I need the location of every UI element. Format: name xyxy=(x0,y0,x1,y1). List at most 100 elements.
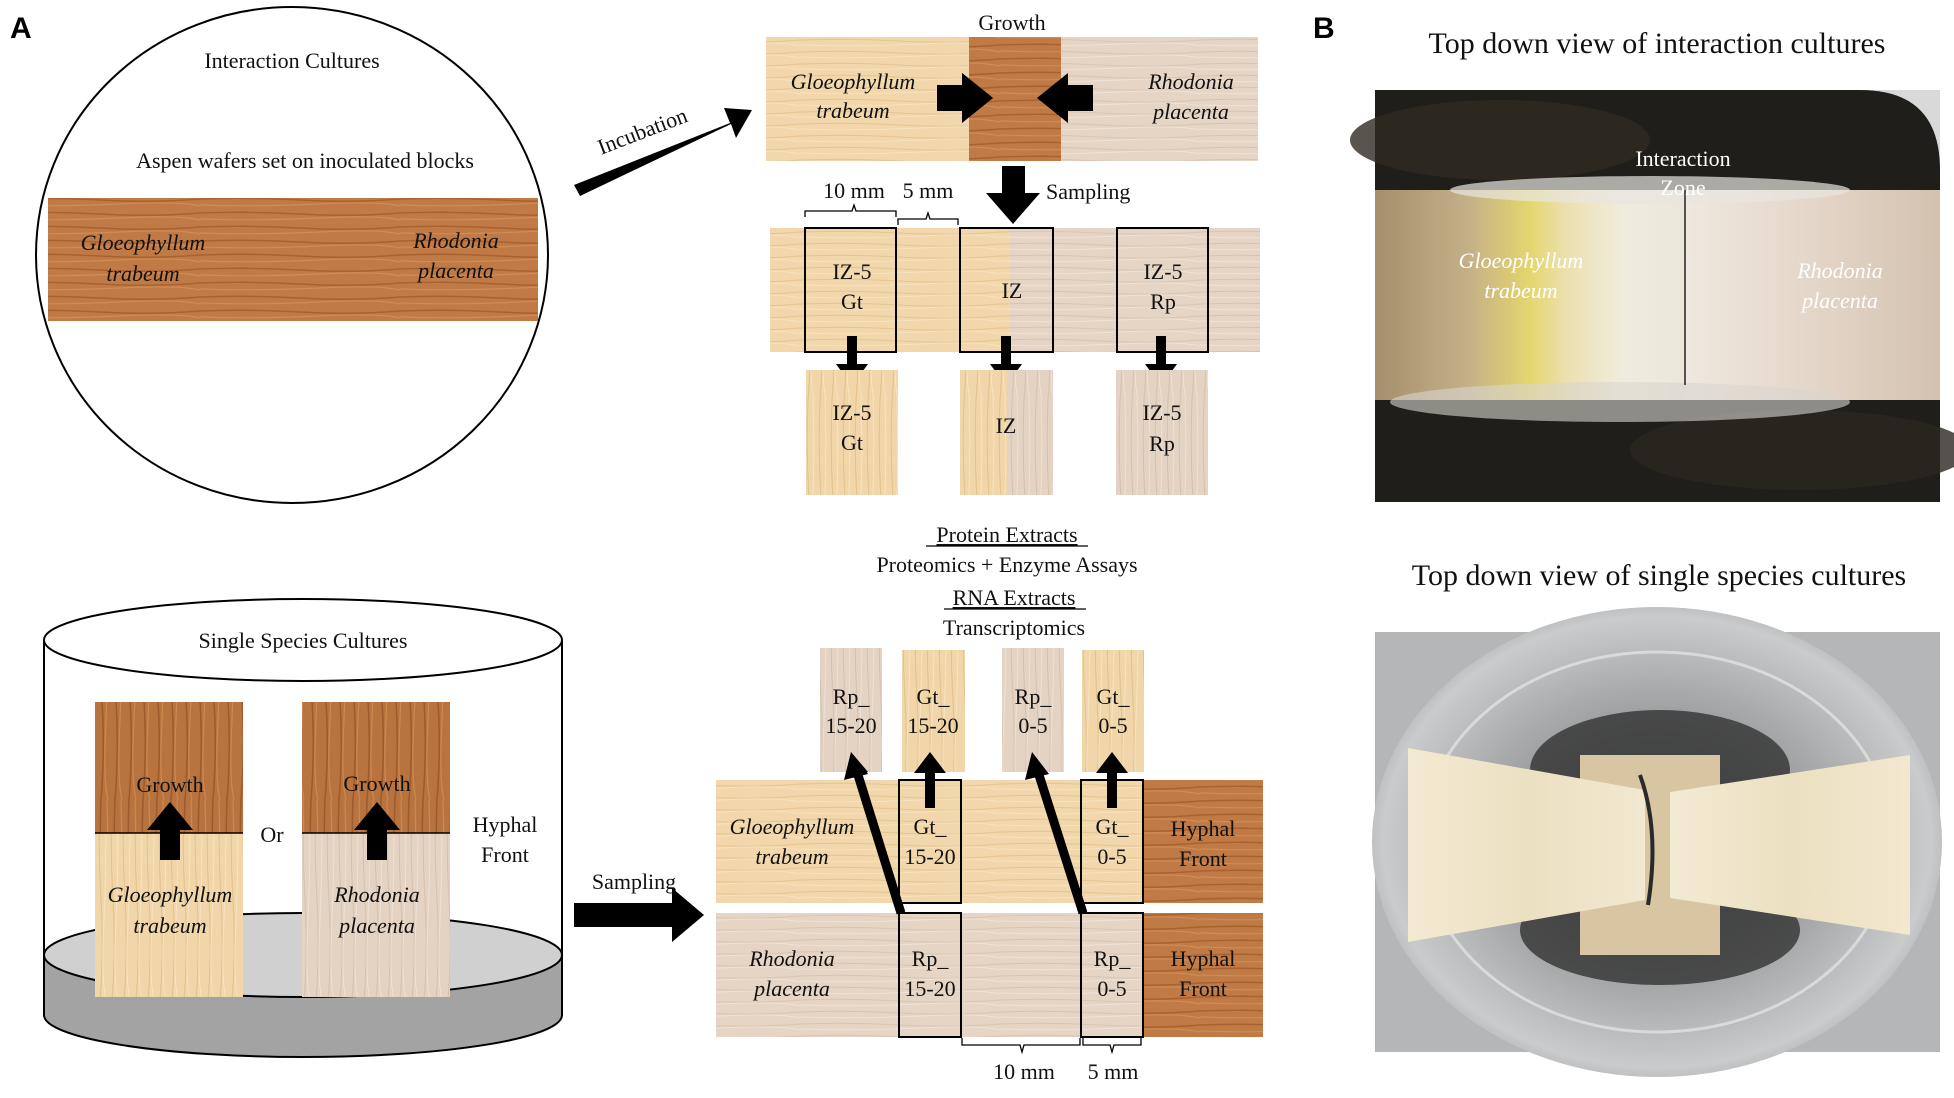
chip-rp-15-20-line1: Rp_ xyxy=(833,684,871,709)
single-rp-name-2: placenta xyxy=(752,976,830,1001)
extracted-iz-rp-half xyxy=(1007,370,1053,495)
growth-arrow-right-icon xyxy=(937,73,993,123)
box-gt-15-20-line2: 15-20 xyxy=(904,844,955,869)
extracted-iz5-rp xyxy=(1116,370,1208,495)
box-gt-0-5-line1: Gt_ xyxy=(1096,814,1130,839)
single-rp-strip: Rhodonia placenta Rp_ 15-20 Rp_ 0-5 Hyph… xyxy=(716,912,1263,1038)
photo-substrate-bottom xyxy=(1630,410,1954,490)
incubated-strip: Growth Gloeophyllum trabeum Rhodonia pla… xyxy=(766,10,1258,161)
chip-gt-15-20-line2: 15-20 xyxy=(907,713,958,738)
gt-strip-hyphal-2: Front xyxy=(1179,846,1227,871)
single-bracket-5mm xyxy=(1082,1038,1142,1055)
photo-mycelium-top xyxy=(1450,176,1850,204)
photo-rp-wafer xyxy=(1685,190,1940,400)
gt-15-20-up-arrow-icon xyxy=(914,752,946,808)
extracted-iz5-gt-line2: Gt xyxy=(841,430,863,455)
extracted-iz5-rp-line1: IZ-5 xyxy=(1142,400,1181,425)
chip-rp-15-20 xyxy=(820,648,882,772)
extract-methods: Protein Extracts Proteomics + Enzyme Ass… xyxy=(876,522,1137,640)
jar-lid xyxy=(43,598,563,682)
rp-0-5-arrowhead-icon xyxy=(1025,752,1049,780)
extracted-samples: IZ-5 Gt IZ IZ-5 Rp xyxy=(806,370,1208,495)
rp-growth-label: Growth xyxy=(343,771,410,796)
box-rp-0-5-line2: 0-5 xyxy=(1097,976,1126,1001)
extracted-iz5-rp-line2: Rp xyxy=(1149,431,1175,456)
extracted-iz5-gt-line1: IZ-5 xyxy=(832,400,871,425)
strip-rp-name-1: Rhodonia xyxy=(1147,69,1234,94)
gt-growth-label: Growth xyxy=(136,772,203,797)
rp-15-20-diagonal-shaft xyxy=(853,773,906,915)
sampling-down-arrow-icon xyxy=(986,166,1040,224)
rp-strip-hyphal-1: Hyphal xyxy=(1171,946,1236,971)
dim-5mm-label: 5 mm xyxy=(903,178,954,203)
strip-gt-wood xyxy=(766,37,969,161)
gt-growth-arrow-icon xyxy=(147,802,193,860)
photo-glass-corner xyxy=(1860,90,1940,170)
box-rp-0-5-line1: Rp_ xyxy=(1094,946,1132,971)
interaction-growth-label: Growth xyxy=(978,10,1045,35)
rp-0-5-diagonal-shaft xyxy=(1034,773,1088,915)
strip-rp-name-2: placenta xyxy=(1151,99,1229,124)
jar-gt-name-2: trabeum xyxy=(133,913,206,938)
jar-hyphal-front-2: Front xyxy=(481,842,529,867)
bracket-10mm xyxy=(804,202,897,217)
single-cultures-title: Single Species Cultures xyxy=(199,628,408,653)
single-rp-name-1: Rhodonia xyxy=(748,946,835,971)
sampled-rp-wood xyxy=(1010,228,1260,352)
interaction-cultures-dish: Interaction Cultures Aspen wafers set on… xyxy=(35,6,549,504)
jar-rp-name-2: placenta xyxy=(337,913,415,938)
strip-gt-name-1: Gloeophyllum xyxy=(791,69,916,94)
dim-10mm-label: 10 mm xyxy=(823,178,885,203)
photo-rp-name-1: Rhodonia xyxy=(1796,258,1883,283)
wafer-rp-name-2: placenta xyxy=(416,258,494,283)
single-species-photo xyxy=(1372,607,1942,1077)
box-rp-0-5 xyxy=(1080,912,1144,1038)
wafer-gt-name-2: trabeum xyxy=(106,261,179,286)
jar-hyphal-front-1: Hyphal xyxy=(473,812,538,837)
box-rp-15-20-line1: Rp_ xyxy=(912,946,950,971)
photo-interaction-zone-2: Zone xyxy=(1660,175,1705,200)
box-iz5-gt-line2: Gt xyxy=(841,289,863,314)
or-label: Or xyxy=(260,822,284,847)
extracted-iz-gt-half xyxy=(960,370,1007,495)
chip-rp-0-5 xyxy=(1002,648,1064,772)
extracted-iz5-gt xyxy=(806,370,898,495)
interaction-photo-title: Top down view of interaction cultures xyxy=(1429,27,1886,60)
growth-arrow-left-icon xyxy=(1037,73,1093,123)
box-iz-label: IZ xyxy=(1002,278,1023,303)
box-gt-15-20-line1: Gt_ xyxy=(914,814,948,839)
box-iz5-rp-line1: IZ-5 xyxy=(1143,259,1182,284)
interaction-dimension-brackets: 10 mm 5 mm xyxy=(804,178,959,225)
wafer-rp-name-1: Rhodonia xyxy=(412,228,499,253)
gt-block-wood xyxy=(95,833,243,997)
single-rp-wood xyxy=(716,913,1143,1037)
chip-gt-15-20-line1: Gt_ xyxy=(917,684,951,709)
extracted-iz-label: IZ xyxy=(996,413,1017,438)
photo-substrate-top xyxy=(1350,100,1650,180)
interaction-photo: Interaction Zone Gloeophyllum trabeum Rh… xyxy=(1350,90,1954,502)
single-top-samples: Rp_ 15-20 Gt_ 15-20 Rp_ 0-5 Gt_ 0-5 xyxy=(820,648,1144,772)
panel-b-letter: B xyxy=(1313,12,1335,45)
jar-rp-name-1: Rhodonia xyxy=(333,882,420,907)
chip-gt-0-5-line2: 0-5 xyxy=(1098,713,1127,738)
strip-gt-name-2: trabeum xyxy=(816,98,889,123)
rp-block-wood xyxy=(302,833,450,997)
jar-photo-wafer-right xyxy=(1670,755,1910,935)
panel-a-letter: A xyxy=(10,12,32,45)
box-iz5-gt-line1: IZ-5 xyxy=(832,259,871,284)
single-photo-title: Top down view of single species cultures xyxy=(1412,559,1906,592)
sampled-strip: IZ-5 Gt IZ IZ-5 Rp xyxy=(770,227,1260,353)
box-gt-0-5-line2: 0-5 xyxy=(1097,844,1126,869)
chip-rp-0-5-line2: 0-5 xyxy=(1018,713,1047,738)
single-sampling-label: Sampling xyxy=(592,869,676,894)
rp-strip-hyphal-2: Front xyxy=(1179,976,1227,1001)
chip-gt-0-5-line1: Gt_ xyxy=(1097,684,1131,709)
single-dim-5mm: 5 mm xyxy=(1088,1059,1139,1084)
rna-methods: Transcriptomics xyxy=(943,615,1085,640)
sampled-gt-wood xyxy=(770,228,1010,352)
aspen-wafer xyxy=(48,198,538,321)
gt-0-5-up-arrow-icon xyxy=(1096,752,1128,808)
chip-gt-0-5 xyxy=(1082,650,1144,772)
single-species-jar: Single Species Cultures Growth Growth Gl… xyxy=(43,598,563,1058)
photo-mycelium-bottom xyxy=(1390,382,1850,422)
